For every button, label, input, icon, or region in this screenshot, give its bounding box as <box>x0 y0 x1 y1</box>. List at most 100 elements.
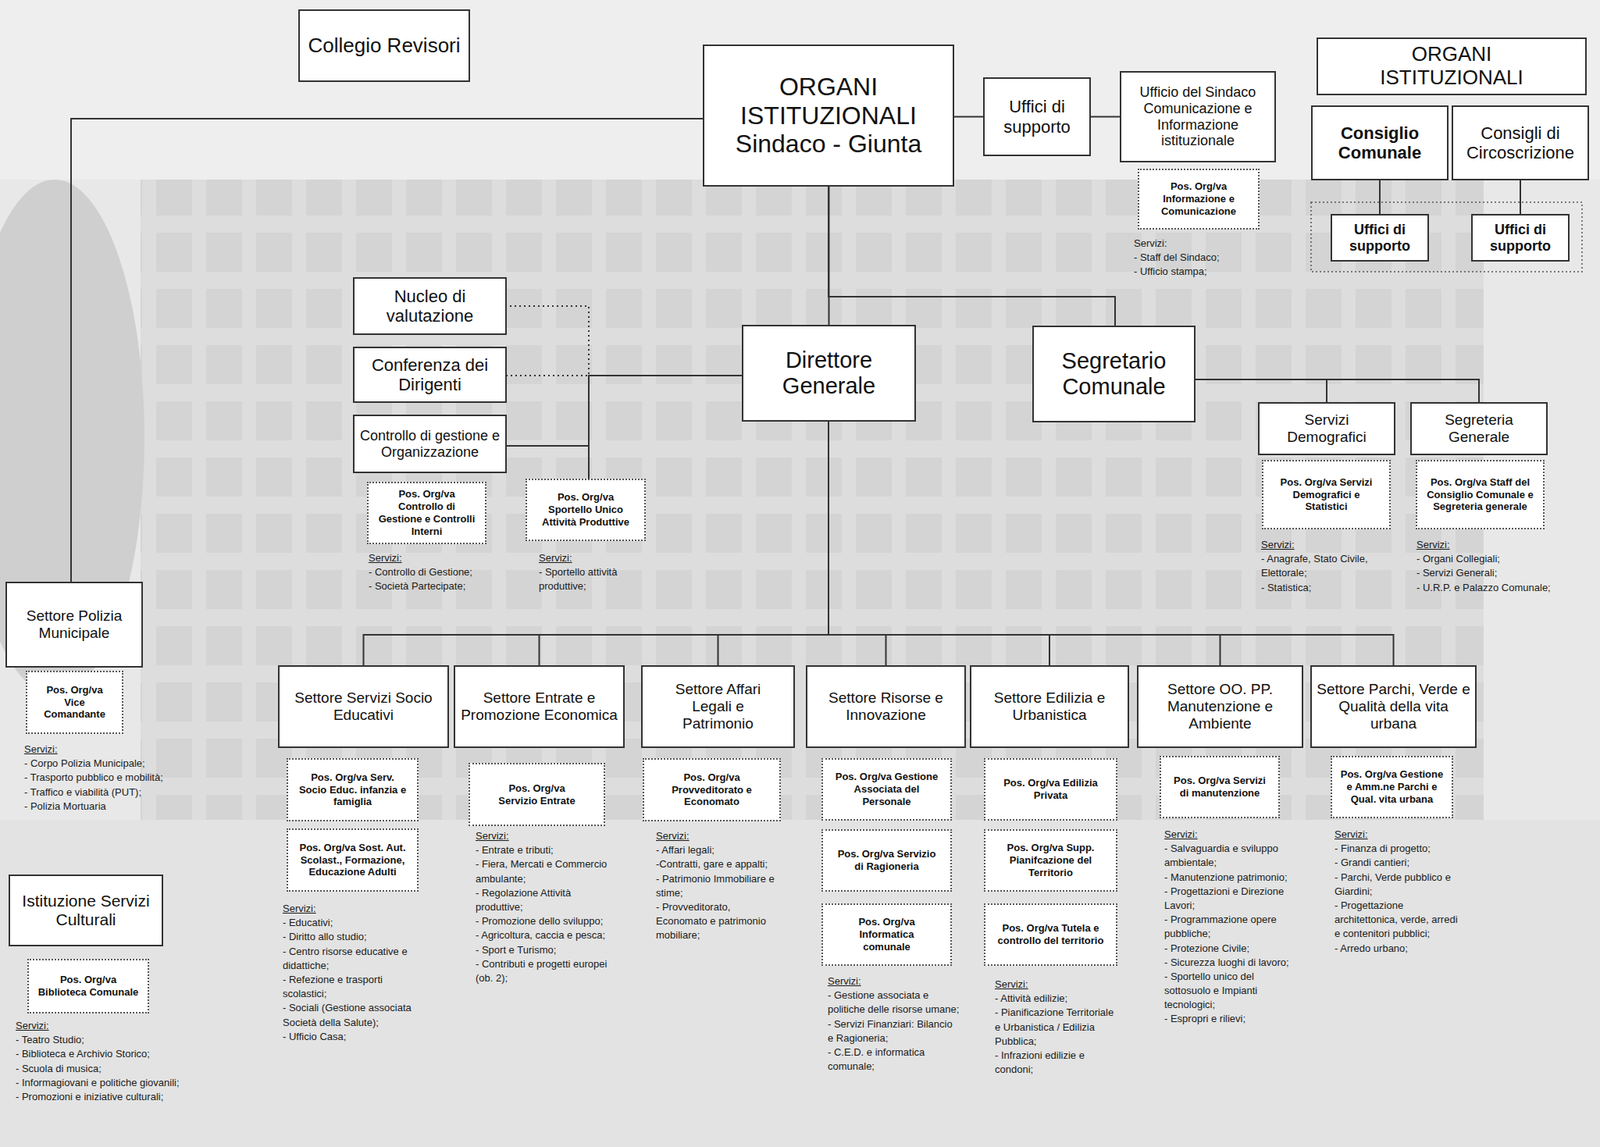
org-box: ORGANI ISTITUZIONALI <box>1316 37 1587 96</box>
org-box: Settore Risorse e Innovazione <box>805 665 966 749</box>
service-list: Servizi:- Teatro Studio;- Biblioteca e A… <box>15 1019 192 1105</box>
position-box: Pos. Org/va Biblioteca Comunale <box>27 958 150 1014</box>
service-item: - Agricoltura, caccia e pesca; <box>475 928 617 943</box>
position-box: Pos. Org/va Controllo di Gestione e Cont… <box>367 481 487 545</box>
service-item: - Anagrafe, Stato Civile, Elettorale; <box>1261 552 1406 581</box>
service-item: Servizi: <box>24 742 169 757</box>
service-item: - Sport e Turismo; <box>475 943 617 958</box>
org-box: Consigli di Circoscrizione <box>1451 105 1590 181</box>
service-item: - Informagiovani e politiche giovanili; <box>15 1076 192 1091</box>
connector <box>1193 379 1327 403</box>
service-item: - Espropri e rilievi; <box>1164 1012 1290 1027</box>
service-item: Servizi: <box>655 829 781 844</box>
position-box: Pos. Org/va Serv. Socio Educ. infanzia e… <box>286 758 419 822</box>
box-text: Consiglio Comunale <box>1317 123 1443 164</box>
org-box: Segretario Comunale <box>1032 325 1196 423</box>
connector <box>1090 116 1120 118</box>
service-item: - Affari legali; <box>655 843 781 858</box>
connector <box>954 116 984 118</box>
service-item: - Polizia Mortuaria <box>24 799 169 814</box>
service-item: Servizi: <box>1261 538 1406 553</box>
service-item: Servizi: <box>1164 827 1290 842</box>
box-text: Pos. Org/va Servizio di Ragioneria <box>836 848 938 874</box>
service-list: Servizi:- Sportello attività produttive; <box>538 551 645 595</box>
service-item: - Entrate e tributi; <box>475 843 617 858</box>
service-item: - Provveditorato, Economato e patrimonio… <box>655 900 781 944</box>
service-item: - Centro risorse educative e didattiche; <box>282 944 428 973</box>
box-text: Pos. Org/va Informatica comunale <box>836 915 938 954</box>
service-item: Servizi: <box>475 829 617 844</box>
org-box: Conferenza dei Dirigenti <box>352 346 507 403</box>
service-item: - Statistica; <box>1261 580 1406 596</box>
box-text: Istituzione Servizi Culturali <box>14 891 157 930</box>
service-item: - U.R.P. e Palazzo Comunale; <box>1416 580 1585 596</box>
position-box: Pos. Org/va Tutela e controllo del terri… <box>983 903 1118 966</box>
service-item: - Organi Collegiali; <box>1416 552 1585 567</box>
box-text: Pos. Org/va Servizi di manutenzione <box>1168 774 1271 800</box>
org-box: Istituzione Servizi Culturali <box>8 874 164 947</box>
box-text: Uffici di supporto <box>1477 221 1564 254</box>
building <box>140 179 1484 820</box>
position-box: Pos. Org/va Servizio di Ragioneria <box>821 829 952 892</box>
connector <box>828 421 887 666</box>
position-box: Pos. Org/va Vice Comandante <box>25 670 124 735</box>
connector <box>1379 180 1381 214</box>
connector <box>539 421 830 666</box>
position-box: Pos. Org/va Edilizia Privata <box>983 758 1118 821</box>
box-text: Settore Entrate e Promozione Economica <box>459 689 619 724</box>
service-item: - Manutenzione patrimonio; <box>1164 870 1290 885</box>
service-item: - Società Partecipate; <box>368 579 521 594</box>
service-item: - Promozione dello sviluppo; <box>475 914 617 929</box>
service-item: - Protezione Civile; <box>1164 941 1290 956</box>
sky <box>0 0 1600 180</box>
position-box: Pos. Org/va Sportello Unico Attività Pro… <box>525 478 646 542</box>
service-item: - Infrazioni edilizie e condoni; <box>994 1048 1120 1077</box>
box-text: Settore Edilizia e Urbanistica <box>976 689 1123 724</box>
building-windows <box>140 179 1484 820</box>
service-item: - Ufficio Casa; <box>282 1029 428 1045</box>
box-text: Conferenza dei Dirigenti <box>359 355 501 396</box>
service-list: Servizi:- Salvaguardia e sviluppo ambien… <box>1164 827 1290 1027</box>
service-item: - Gestione associata e politiche delle r… <box>827 988 961 1017</box>
org-box: Settore Edilizia e Urbanistica <box>969 665 1130 749</box>
service-item: Servizi: <box>368 551 521 566</box>
service-item: Servizi: <box>538 551 645 566</box>
connector <box>828 186 1116 326</box>
org-box: Nucleo di valutazione <box>352 277 507 335</box>
service-item: - Biblioteca e Archivio Storico; <box>15 1047 192 1062</box>
org-box: Settore Parchi, Verde e Qualità della vi… <box>1310 665 1477 749</box>
connector <box>828 421 1394 666</box>
service-item: - Parchi, Verde pubblico e Giardini; <box>1334 870 1464 899</box>
position-box: Pos. Org/va Sost. Aut. Scolast., Formazi… <box>286 828 419 892</box>
box-text: Ufficio del Sindaco Comunicazione e Info… <box>1126 84 1270 150</box>
box-text: ORGANI ISTITUZIONALI Sindaco - Giunta <box>709 72 948 159</box>
pavement <box>0 819 1600 1147</box>
box-text: Controllo di gestione e Organizzazione <box>359 427 501 460</box>
service-item: - Trasporto pubblico e mobilità; <box>24 770 169 785</box>
box-text: Pos. Org/va Supp. Pianifcazione del Terr… <box>992 841 1110 880</box>
service-item: - Regolazione Attività produttive; <box>475 886 617 915</box>
service-list: Servizi:- Finanza di progetto;- Grandi c… <box>1334 827 1464 956</box>
service-item: -Contratti, gare e appalti; <box>655 857 781 872</box>
box-text: Pos. Org/va Servizi Demografici e Statis… <box>1272 476 1382 514</box>
box-text: Segretario Comunale <box>1038 348 1190 401</box>
box-text: Nucleo di valutazione <box>359 286 501 327</box>
service-item: Servizi: <box>1334 827 1464 842</box>
org-box: Uffici di supporto <box>1330 213 1429 262</box>
service-item: - Attività edilizie; <box>994 991 1120 1006</box>
service-list: Servizi:- Attività edilizie;- Pianificaz… <box>994 977 1120 1077</box>
box-text: ORGANI ISTITUZIONALI <box>1357 42 1546 90</box>
box-text: Pos. Org/va Controllo di Gestione e Cont… <box>376 488 478 538</box>
connector <box>506 306 742 376</box>
service-item: - Staff del Sindaco; <box>1133 250 1283 265</box>
service-item: Servizi: <box>1416 538 1585 553</box>
service-item: Servizi: <box>994 977 1120 992</box>
box-text: Pos. Org/va Provveditorato e Economato <box>657 771 767 809</box>
service-item: - Arredo urbano; <box>1334 941 1464 956</box>
service-item: - Servizi Finanziari: Bilancio e Ragione… <box>827 1017 961 1046</box>
service-item: - Traffico e viabilità (PUT); <box>24 785 169 800</box>
service-item: - Promozioni e iniziative culturali; <box>15 1090 192 1105</box>
connector <box>1193 379 1479 403</box>
service-item: - Fiera, Mercati e Commercio ambulante; <box>475 857 617 886</box>
